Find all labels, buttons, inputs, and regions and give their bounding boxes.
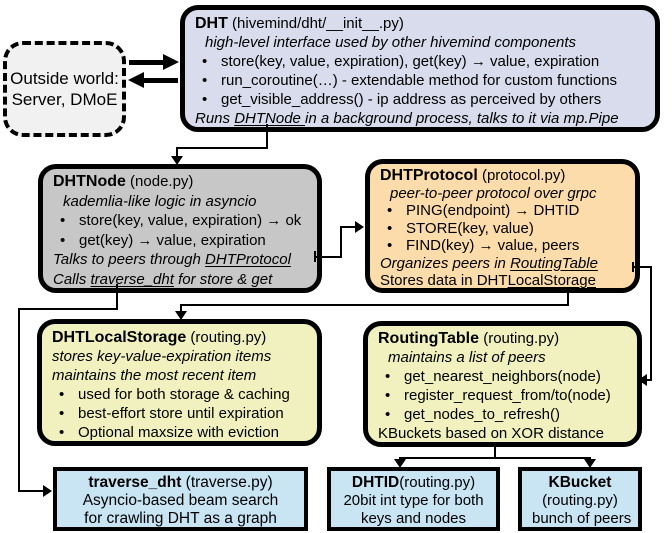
dht-box: DHT (hivemind/dht/__init__.py) high-leve… — [180, 5, 660, 132]
dhtid-box: DHTID(routing.py) 20bit int type for bot… — [327, 467, 500, 531]
dhtnode-traverse-v1 — [116, 284, 118, 310]
dhtprotocol-title: DHTProtocol (protocol.py) — [380, 167, 566, 184]
dhtprotocol-box: DHTProtocol (protocol.py) peer-to-peer p… — [365, 159, 640, 293]
dhtnode-dhtprotocol-h2 — [340, 226, 356, 228]
dht-bullet-2: run_coroutine(…) - extendable method for… — [195, 71, 645, 90]
dht-dhtnode-connector-v2 — [176, 147, 178, 158]
routingtable-bullet-2: register_request_from/to(node) — [378, 386, 627, 405]
dhtnode-dhtprotocol-h1 — [314, 256, 342, 258]
routing-bottom-h — [399, 457, 591, 459]
outside-world-box: Outside world: Server, DMoE — [3, 41, 126, 137]
dhtprotocol-routing-h2 — [646, 379, 652, 381]
dhtnode-traverse-h2 — [18, 490, 44, 492]
dhtnode-traverse-h1 — [18, 308, 118, 310]
dhtlocalstorage-subtitle-1: stores key-value-expiration items — [52, 348, 272, 365]
dhtnode-traverse-v2 — [18, 308, 20, 492]
dht-subtitle: high-level interface used by other hivem… — [205, 34, 577, 51]
routingtable-bullet-3: get_nodes_to_refresh() — [378, 405, 627, 424]
dhtprotocol-routing-h1 — [632, 266, 652, 268]
kbucket-line1: (routing.py) — [542, 492, 618, 509]
dht-dhtnode-connector-h — [177, 147, 268, 149]
dhtlocalstorage-bullet-2: best-effort store until expiration — [52, 404, 307, 423]
traverse-dht-box: traverse_dht (traverse.py) Asyncio-based… — [53, 467, 308, 531]
routingtable-footer: KBuckets based on XOR distance — [378, 425, 604, 442]
routingtable-bullet-1: get_nearest_neighbors(node) — [378, 367, 627, 386]
dhtprotocol-storage-v2 — [180, 304, 182, 313]
dhtnode-bullet-2: get(key) → value, expiration — [53, 231, 307, 251]
dhtprotocol-subtitle: peer-to-peer protocol over grpc — [390, 184, 597, 202]
dht-footer: Runs DHTNode in a background process, ta… — [195, 110, 619, 127]
dhtprotocol-footer-2: Stores data in DHTLocalStorage — [380, 272, 596, 289]
outside-to-dht-arrowhead-icon — [163, 54, 179, 70]
dhtprotocol-storage-v1 — [567, 288, 569, 306]
dhtlocalstorage-box: DHTLocalStorage (routing.py) stores key-… — [37, 319, 322, 446]
dht-bullet-3: get_visible_address() - ip address as pe… — [195, 90, 645, 109]
routing-dhtid-arrowhead-icon — [394, 459, 406, 468]
outside-world-line2: Server, DMoE — [11, 90, 118, 109]
dhtnode-box: DHTNode (node.py) kademlia-like logic in… — [38, 164, 322, 293]
dhtnode-subtitle: kademlia-like logic in asyncio — [63, 192, 257, 210]
dhtnode-dhtprotocol-arrowhead-icon — [355, 221, 364, 233]
dhtprotocol-bullet-1: PING(endpoint) → DHTID — [380, 202, 625, 220]
dht-to-outside-arrow-shaft — [144, 78, 178, 83]
traverse-dht-title: traverse_dht (traverse.py) — [88, 474, 273, 491]
routing-bottom-v — [494, 447, 496, 459]
dhtnode-title: DHTNode (node.py) — [53, 173, 194, 190]
outside-world-line1: Outside world: — [10, 69, 119, 88]
dht-bullet-1: store(key, value, expiration), get(key) … — [195, 52, 645, 71]
dhtid-title: DHTID(routing.py) — [351, 474, 476, 491]
dhtnode-footer-2: Calls traverse_dht for store & get — [53, 270, 273, 288]
dhtprotocol-routing-arrowhead-icon — [638, 374, 647, 386]
dhtprotocol-bullet-2: STORE(key, value) — [380, 220, 625, 238]
dht-title: DHT (hivemind/dht/__init__.py) — [195, 15, 404, 32]
dhtlocalstorage-title: DHTLocalStorage (routing.py) — [52, 329, 267, 346]
dhtid-line2: keys and nodes — [360, 510, 467, 527]
kbucket-line2: bunch of peers — [532, 510, 632, 527]
dhtprotocol-bullet-3: FIND(key) → value, peers — [380, 237, 625, 255]
routing-kbucket-arrowhead-icon — [584, 459, 596, 468]
dhtid-line1: 20bit int type for both — [343, 492, 484, 509]
dhtprotocol-footer-1: Organizes peers in RoutingTable — [380, 254, 598, 272]
routingtable-subtitle: maintains a list of peers — [388, 349, 546, 366]
dhtnode-bullet-1: store(key, value, expiration) → ok — [53, 211, 307, 231]
dhtnode-footer-1: Talks to peers through DHTProtocol — [53, 251, 291, 268]
dhtnode-traverse-arrowhead-icon — [43, 485, 52, 497]
dhtlocalstorage-subtitle-2: maintains the most recent item — [52, 367, 257, 384]
outside-to-dht-arrow-shaft — [129, 60, 163, 65]
routingtable-box: RoutingTable (routing.py) maintains a li… — [363, 321, 642, 447]
dhtprotocol-routing-v — [650, 266, 652, 380]
dht-to-outside-arrowhead-icon — [128, 72, 144, 88]
dht-dhtnode-arrowhead-icon — [171, 156, 183, 165]
traverse-dht-line2: for crawling DHT as a graph — [84, 510, 277, 527]
dhtlocalstorage-bullet-1: used for both storage & caching — [52, 385, 307, 404]
kbucket-title: KBucket — [548, 474, 612, 491]
traverse-dht-line1: Asyncio-based beam search — [82, 492, 279, 509]
dhtlocalstorage-bullet-3: Optional maxsize with eviction — [52, 423, 307, 442]
dhtprotocol-storage-h — [181, 304, 569, 306]
routingtable-title: RoutingTable (routing.py) — [378, 330, 560, 347]
dhtprotocol-storage-arrowhead-icon — [175, 311, 187, 320]
kbucket-box: KBucket (routing.py) bunch of peers — [518, 467, 642, 531]
dht-dhtnode-connector-v1 — [266, 124, 268, 149]
dhtnode-dhtprotocol-v — [340, 227, 342, 258]
